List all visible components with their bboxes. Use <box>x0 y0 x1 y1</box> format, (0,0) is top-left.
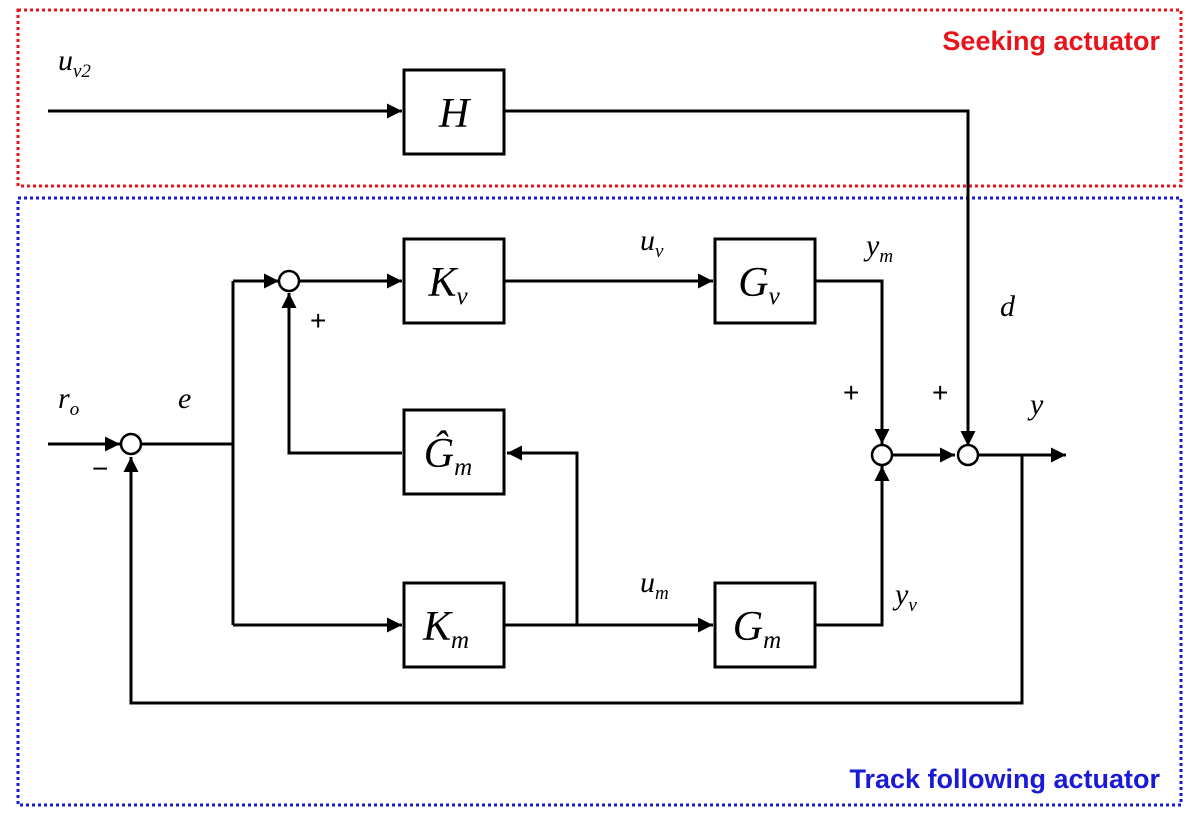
svg-text:Gv: Gv <box>738 260 780 310</box>
signal-ym-label: ym <box>863 229 893 267</box>
signal-e-label: e <box>178 382 191 415</box>
signal-uv2-label: uv2 <box>58 44 91 82</box>
block-h: H <box>402 68 506 156</box>
plus-sign-gv-branch: + <box>843 377 859 408</box>
block-gv: Gv <box>713 237 817 325</box>
wire-h-to-output-sum <box>505 109 976 446</box>
signal-y-label: y <box>1027 388 1044 421</box>
block-gm-hat: Ĝm <box>402 408 506 496</box>
block-km: Km <box>402 581 506 669</box>
seeking-actuator-title: Seeking actuator <box>942 26 1160 56</box>
wire-gm-hat-to-inner-sum <box>281 293 402 455</box>
wire-gv-to-plant-sum <box>816 279 890 444</box>
minus-sign-feedback: − <box>92 453 108 484</box>
track-following-actuator-region <box>16 196 1183 807</box>
wire-gm-to-plant-sum <box>816 466 890 627</box>
signal-ro-label: ro <box>58 382 79 420</box>
block-kv: Kv <box>402 237 506 325</box>
wire-feedback-loop <box>123 455 1024 705</box>
seeking-actuator-region <box>16 8 1183 188</box>
output-summing-junction <box>956 443 980 467</box>
signal-uv-label: uv <box>640 224 664 262</box>
svg-text:Ĝm: Ĝm <box>424 430 472 481</box>
block-gm: Gm <box>713 581 817 669</box>
signal-yv-label: yv <box>892 578 917 616</box>
plus-sign-inner-sum: + <box>310 305 326 336</box>
wire-um-to-gm-hat <box>507 445 579 625</box>
signal-d-label: d <box>1000 290 1016 323</box>
signal-wires <box>48 103 1066 705</box>
error-summing-junction <box>119 432 143 456</box>
track-following-actuator-title: Track following actuator <box>849 764 1160 794</box>
plus-sign-disturbance: + <box>932 377 948 408</box>
svg-text:Gm: Gm <box>733 604 781 654</box>
signal-um-label: um <box>640 566 669 604</box>
svg-text:Kv: Kv <box>427 260 468 310</box>
inner-summing-junction <box>277 269 301 293</box>
svg-text:H: H <box>438 91 472 137</box>
plant-summing-junction <box>870 443 894 467</box>
svg-text:Km: Km <box>422 604 469 654</box>
